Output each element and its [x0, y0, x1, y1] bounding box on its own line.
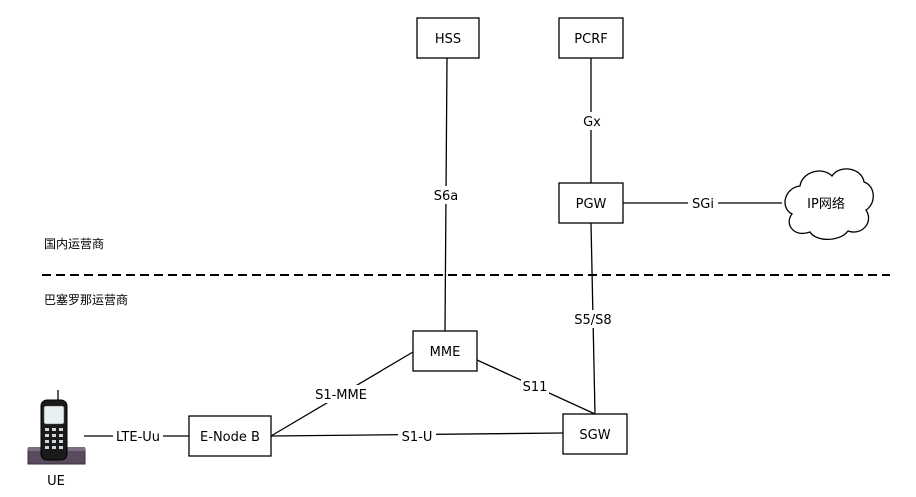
- label-s1u-text: S1-U: [402, 430, 433, 445]
- node-mme-label: MME: [430, 345, 461, 360]
- label-gx: Gx: [580, 112, 604, 130]
- region-brazil-label: 巴塞罗那运营商: [44, 292, 128, 307]
- node-enodeb: E-Node B: [188, 415, 272, 457]
- node-sgw-label: SGW: [579, 428, 610, 443]
- label-s6a-text: S6a: [434, 189, 459, 204]
- node-mme: MME: [412, 330, 478, 372]
- node-ip-network: IP网络: [784, 168, 874, 241]
- label-s5s8: S5/S8: [571, 310, 615, 328]
- node-ue: UE: [27, 390, 86, 489]
- node-pgw: PGW: [558, 182, 624, 224]
- cloud-icon: [784, 168, 874, 241]
- region-domestic-label: 国内运营商: [44, 236, 104, 251]
- node-ip-network-label: IP网络: [807, 196, 845, 212]
- phone-icon: [27, 390, 86, 465]
- label-sgi: SGi: [688, 194, 718, 212]
- node-pcrf: PCRF: [558, 17, 624, 59]
- label-lte-uu-text: LTE-Uu: [116, 430, 160, 445]
- label-s1u: S1-U: [398, 427, 436, 445]
- node-ue-label: UE: [47, 474, 65, 489]
- label-s5s8-text: S5/S8: [574, 313, 611, 328]
- node-enodeb-label: E-Node B: [200, 430, 260, 445]
- label-sgi-text: SGi: [692, 197, 714, 212]
- label-s1mme-text: S1-MME: [315, 388, 367, 403]
- label-s6a: S6a: [432, 186, 460, 204]
- label-lte-uu: LTE-Uu: [113, 427, 163, 445]
- node-sgw: SGW: [562, 413, 628, 455]
- node-hss-label: HSS: [435, 32, 461, 47]
- label-s1mme: S1-MME: [312, 385, 370, 403]
- label-s11-text: S11: [523, 380, 548, 395]
- node-pgw-label: PGW: [576, 197, 607, 212]
- node-pcrf-label: PCRF: [574, 32, 607, 47]
- label-gx-text: Gx: [583, 115, 601, 130]
- node-hss: HSS: [416, 17, 480, 59]
- label-s11: S11: [521, 377, 549, 395]
